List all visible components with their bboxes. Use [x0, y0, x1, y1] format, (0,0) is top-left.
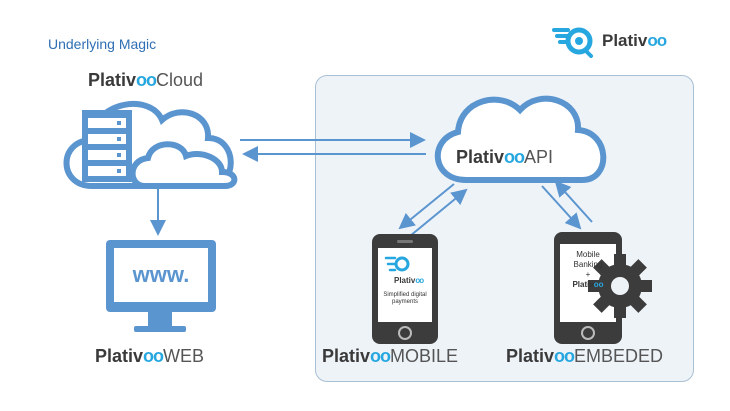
logo-text: Plativ — [602, 31, 648, 50]
arrow-mobile-to-api — [409, 188, 468, 237]
mobile-phone-icon — [372, 234, 438, 344]
embeded-screen-text: Mobile Banking + Plativoo — [560, 250, 616, 290]
mobile-label: PlativooMOBILE — [322, 346, 459, 366]
arrow-api-to-mobile — [398, 183, 455, 230]
embeded-line-3: + — [585, 270, 591, 279]
web-screen-text: www. — [132, 262, 190, 287]
mobile-screen-brand: Plativoo — [394, 276, 424, 285]
arrow-embeded-to-api — [554, 180, 593, 223]
gear-icon — [588, 254, 652, 318]
page-heading: Underlying Magic — [48, 36, 157, 52]
mobile-screen-caption: Simplified digital payments — [383, 292, 427, 305]
embeded-label: PlativooEMBEDED — [506, 346, 664, 366]
logo-suffix: oo — [647, 31, 667, 50]
embeded-line-1: Mobile — [576, 250, 600, 259]
embeded-line-2: Banking — [573, 260, 603, 269]
plativoo-logo: Plativoo — [552, 24, 702, 60]
arrow-api-to-embeded — [541, 185, 582, 230]
monitor-icon — [106, 240, 216, 332]
embeded-line-4: Plativoo — [572, 280, 604, 289]
cloud-label: PlativooCloud — [88, 70, 204, 90]
cloud-server-icon — [63, 101, 238, 189]
plativoo-logo-icon — [552, 27, 593, 58]
api-label: PlativooAPI — [456, 147, 554, 167]
api-cloud-icon — [434, 95, 607, 183]
web-label: PlativooWEB — [95, 346, 205, 366]
